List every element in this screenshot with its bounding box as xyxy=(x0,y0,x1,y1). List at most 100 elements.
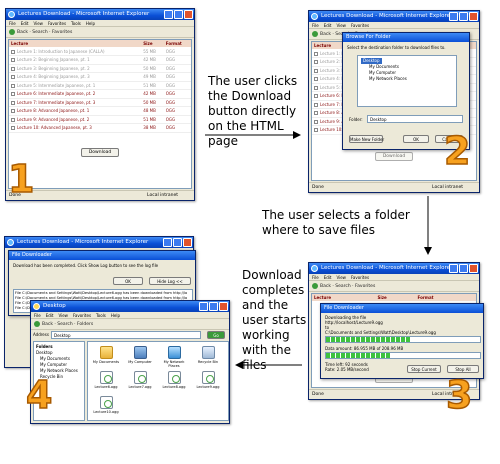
tree-network-places[interactable]: My Network Places xyxy=(369,76,407,81)
close-button[interactable] xyxy=(219,302,228,311)
title-bar[interactable]: Desktop xyxy=(31,301,229,312)
file-item[interactable]: My Network Places xyxy=(160,346,188,368)
hide-log-button[interactable]: Hide Log << xyxy=(149,277,191,285)
menu-edit[interactable]: Edit xyxy=(323,275,332,280)
menu-view[interactable]: View xyxy=(336,23,346,28)
file-item[interactable]: Recycle Bin xyxy=(194,346,222,364)
file-item[interactable]: My Documents xyxy=(92,346,120,364)
checkbox[interactable] xyxy=(11,92,15,97)
tree-my-documents[interactable]: My Documents xyxy=(369,64,399,69)
checkbox[interactable] xyxy=(314,111,318,116)
dialog-title[interactable]: File Downloader xyxy=(321,304,483,313)
checkbox[interactable] xyxy=(314,102,318,107)
menu-favorites[interactable]: Favorites xyxy=(350,275,370,280)
menu-file[interactable]: File xyxy=(312,23,319,28)
maximize-button[interactable] xyxy=(209,302,218,311)
checkbox[interactable] xyxy=(314,68,318,73)
minimize-button[interactable] xyxy=(199,302,208,311)
menu-help[interactable]: Help xyxy=(110,313,121,318)
menu-edit[interactable]: Edit xyxy=(45,313,54,318)
menu-help[interactable]: Help xyxy=(85,21,96,26)
maximize-button[interactable] xyxy=(459,264,468,273)
menu-tools[interactable]: Tools xyxy=(71,21,81,26)
checkbox[interactable] xyxy=(314,94,318,99)
file-item[interactable]: Lecture10.ogg xyxy=(92,396,120,414)
menu-edit[interactable]: Edit xyxy=(323,23,332,28)
back-icon[interactable] xyxy=(9,28,15,35)
back-icon[interactable] xyxy=(312,282,318,289)
download-button[interactable]: Download xyxy=(81,148,119,157)
table-row[interactable]: Lecture 1: Introduction to Japanese (CAL… xyxy=(9,47,191,56)
back-icon[interactable] xyxy=(312,30,318,37)
tree-recycle-bin[interactable]: Recycle Bin xyxy=(40,374,64,379)
close-button[interactable] xyxy=(469,12,478,21)
ok-button[interactable]: OK xyxy=(403,135,429,143)
menu-view[interactable]: View xyxy=(58,313,68,318)
checkbox[interactable] xyxy=(11,58,15,63)
back-icon[interactable] xyxy=(34,320,40,327)
checkbox[interactable] xyxy=(11,117,15,122)
tree-my-documents[interactable]: My Documents xyxy=(40,356,70,361)
maximize-button[interactable] xyxy=(174,10,183,19)
dialog-title[interactable]: Browse For Folder xyxy=(343,33,469,42)
make-new-folder-button[interactable]: Make New Folder xyxy=(349,135,385,143)
menu-tools[interactable]: Tools xyxy=(96,313,106,318)
stop-current-button[interactable]: Stop Current xyxy=(407,365,441,373)
file-item[interactable]: Lecture6.ogg xyxy=(92,371,120,389)
tree-network-places[interactable]: My Network Places xyxy=(40,368,78,373)
minimize-button[interactable] xyxy=(449,12,458,21)
checkbox[interactable] xyxy=(314,60,318,65)
ok-button[interactable]: OK xyxy=(113,277,143,285)
go-button[interactable]: Go xyxy=(207,331,225,339)
file-item[interactable]: My Computer xyxy=(126,346,154,364)
address-field[interactable]: Desktop xyxy=(51,331,201,339)
close-button[interactable] xyxy=(469,264,478,273)
tree-my-computer[interactable]: My Computer xyxy=(40,362,67,367)
title-bar[interactable]: Lectures Download - Microsoft Internet E… xyxy=(309,11,479,22)
folder-field[interactable]: Desktop xyxy=(367,115,463,123)
checkbox[interactable] xyxy=(314,77,318,82)
menu-file[interactable]: File xyxy=(312,275,319,280)
checkbox[interactable] xyxy=(314,51,318,56)
checkbox[interactable] xyxy=(11,75,15,80)
file-item[interactable]: Lecture9.ogg xyxy=(194,371,222,389)
checkbox[interactable] xyxy=(314,85,318,90)
stop-all-button[interactable]: Stop All xyxy=(447,365,479,373)
file-item[interactable]: Lecture8.ogg xyxy=(160,371,188,389)
menu-favorites[interactable]: Favorites xyxy=(350,23,370,28)
minimize-button[interactable] xyxy=(164,10,173,19)
maximize-button[interactable] xyxy=(173,238,182,247)
maximize-button[interactable] xyxy=(459,12,468,21)
checkbox[interactable] xyxy=(11,66,15,71)
folder-tree[interactable]: Desktop My Documents My Computer My Netw… xyxy=(357,55,457,107)
minimize-button[interactable] xyxy=(163,238,172,247)
checkbox[interactable] xyxy=(11,49,15,54)
title-bar[interactable]: Lectures Download - Microsoft Internet E… xyxy=(6,9,194,20)
title-bar[interactable]: Lectures Download - Microsoft Internet E… xyxy=(309,263,479,274)
tree-desktop[interactable]: Desktop xyxy=(36,350,53,355)
tree-desktop[interactable]: Desktop xyxy=(361,58,382,64)
menu-file[interactable]: File xyxy=(34,313,41,318)
dialog-title[interactable]: File Downloader xyxy=(9,251,195,260)
file-item[interactable]: Lecture7.ogg xyxy=(126,371,154,389)
title-bar[interactable]: Lectures Download - Microsoft Internet E… xyxy=(5,237,193,248)
menu-favorites[interactable]: Favorites xyxy=(47,21,67,26)
close-button[interactable] xyxy=(184,10,193,19)
checkbox[interactable] xyxy=(314,128,318,133)
tree-my-computer[interactable]: My Computer xyxy=(369,70,396,75)
minimize-button[interactable] xyxy=(449,264,458,273)
menu-file[interactable]: File xyxy=(9,21,16,26)
menu-view[interactable]: View xyxy=(33,21,43,26)
menu-favorites[interactable]: Favorites xyxy=(72,313,92,318)
checkbox[interactable] xyxy=(11,126,15,131)
menu-edit[interactable]: Edit xyxy=(20,21,29,26)
cancel-button[interactable]: Cancel xyxy=(435,135,463,143)
